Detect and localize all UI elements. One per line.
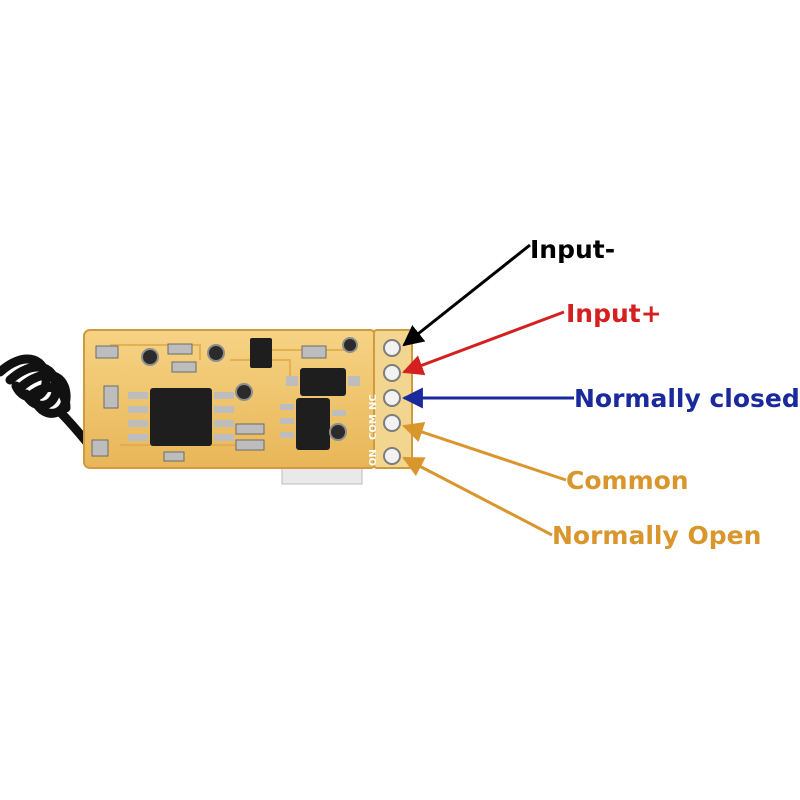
arrow-input-minus [404,245,530,345]
pad-input-minus [384,340,400,356]
pad-input-plus [384,365,400,381]
arrow-input-plus [404,312,564,372]
label-common: Common [566,466,689,495]
arrow-normally-open [404,458,552,535]
small-component [250,338,272,368]
silk-nc: NC [368,394,379,410]
pad-nc [384,390,400,406]
silk-no: ON [368,449,379,466]
label-normally-closed: Normally closed [574,384,800,413]
silk-com: COM [368,414,379,440]
label-input-plus: Input+ [566,299,662,328]
label-input-minus: Input- [530,235,615,264]
pcb-board: NC COM ON [84,330,412,468]
antenna-coil [0,359,96,452]
transistor [300,368,346,396]
label-normally-open: Normally Open [552,521,761,550]
pad-no [384,448,400,464]
pad-com [384,415,400,431]
